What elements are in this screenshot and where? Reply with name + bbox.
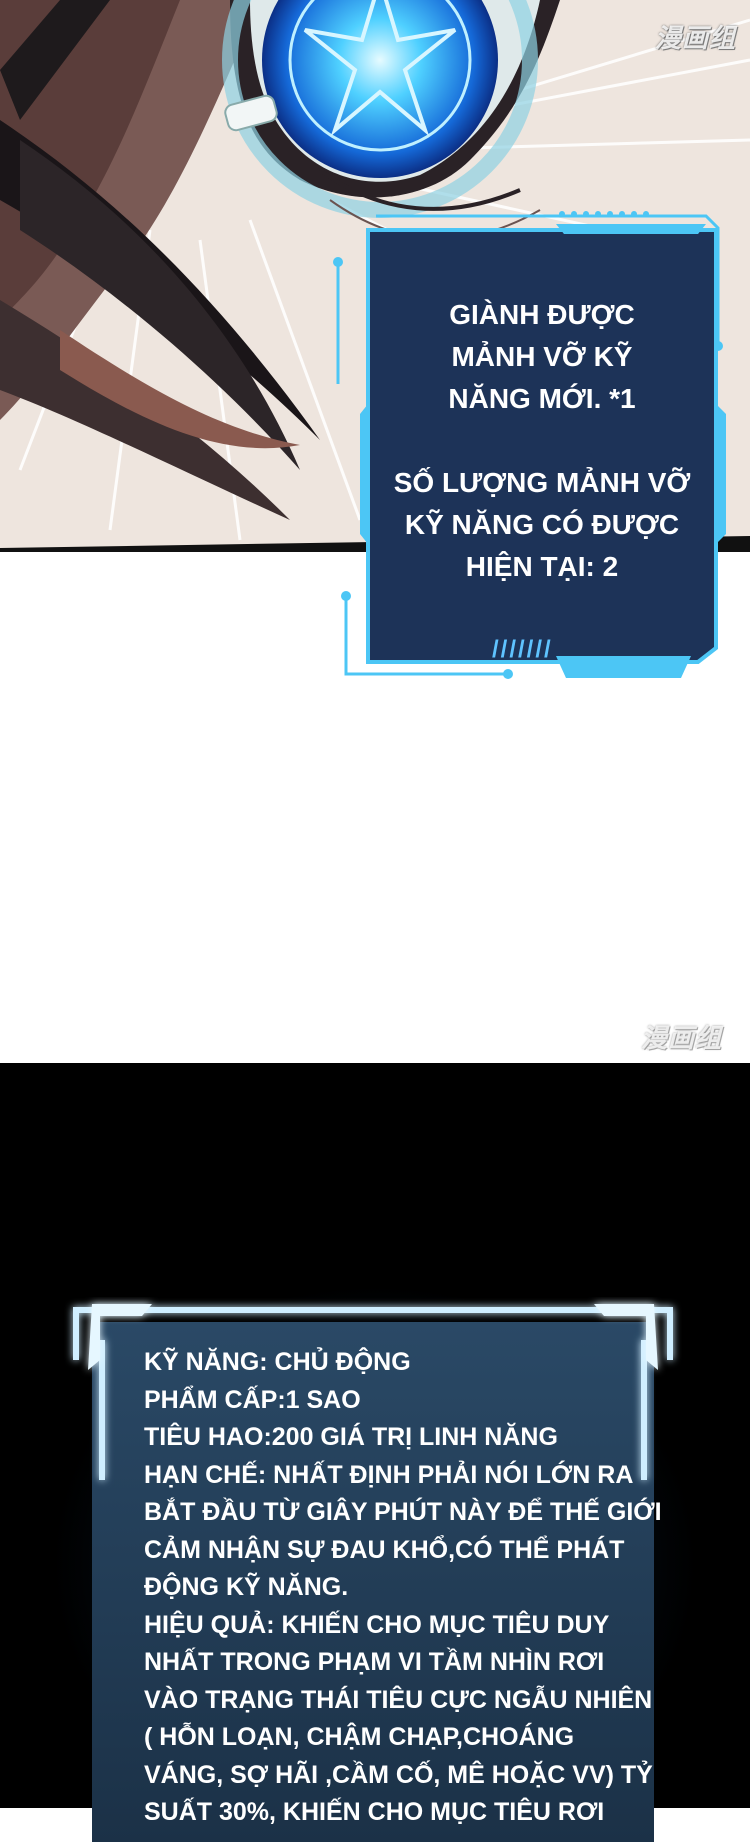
skill-line: BẮT ĐẦU TỪ GIÂY PHÚT NÀY ĐỂ THẾ GIỚI <box>144 1498 662 1526</box>
skill-line: SUẤT 30%, KHIẾN CHO MỤC TIÊU RƠI <box>144 1798 605 1826</box>
skill-line: HẠN CHẾ: NHẤT ĐỊNH PHẢI NÓI LỚN RA <box>144 1460 634 1489</box>
skill-description: KỸ NĂNG: CHỦ ĐỘNG PHẨM CẤP:1 SAO TIÊU HA… <box>144 1344 664 1832</box>
notification-line: HIỆN TẠI: 2 <box>465 551 619 582</box>
skill-line: KỸ NĂNG: CHỦ ĐỘNG <box>144 1348 411 1376</box>
skill-info-box: KỸ NĂNG: CHỦ ĐỘNG PHẨM CẤP:1 SAO TIÊU HA… <box>72 1300 674 1842</box>
notification-frame <box>333 211 726 679</box>
decorative-slashes: /////// <box>492 636 553 663</box>
notification-line: KỸ NĂNG CÓ ĐƯỢC <box>404 509 680 540</box>
skill-line: PHẨM CẤP:1 SAO <box>144 1385 361 1414</box>
watermark-logo: 漫画组 <box>640 1024 722 1054</box>
paragraph-gap <box>366 420 718 462</box>
notification-line: MẢNH VỠ KỸ <box>451 341 633 372</box>
notification-line: SỐ LƯỢNG MẢNH VỠ <box>393 467 691 498</box>
skill-frame <box>73 1304 673 1842</box>
skill-line: TIÊU HAO:200 GIÁ TRỊ LINH NĂNG <box>144 1423 558 1451</box>
skill-line: NHẤT TRONG PHẠM VI TẦM NHÌN RƠI <box>144 1648 605 1676</box>
skill-line: ( HỖN LOẠN, CHẬM CHẠP,CHOÁNG <box>144 1723 575 1751</box>
notification-line: GIÀNH ĐƯỢC <box>449 299 635 330</box>
watermark-logo: 漫画组 <box>654 24 736 54</box>
notification-text: GIÀNH ĐƯỢC MẢNH VỠ KỸ NĂNG MỚI. *1 SỐ LƯ… <box>366 294 718 588</box>
skill-line: CẢM NHẬN SỰ ĐAU KHỔ,CÓ THỂ PHÁT <box>144 1535 625 1564</box>
notification-line: NĂNG MỚI. *1 <box>448 383 636 414</box>
skill-line: ĐỘNG KỸ NĂNG. <box>144 1573 349 1601</box>
skill-line: VÁNG, SỢ HÃI ,CẦM CỐ, MÊ HOẶC VV) TỶ <box>144 1760 653 1789</box>
system-notification-box: GIÀNH ĐƯỢC MẢNH VỠ KỸ NĂNG MỚI. *1 SỐ LƯ… <box>333 211 726 679</box>
skill-line: VÀO TRẠNG THÁI TIÊU CỰC NGẪU NHIÊN <box>144 1685 653 1714</box>
skill-line: HIỆU QUẢ: KHIẾN CHO MỤC TIÊU DUY <box>144 1610 610 1639</box>
